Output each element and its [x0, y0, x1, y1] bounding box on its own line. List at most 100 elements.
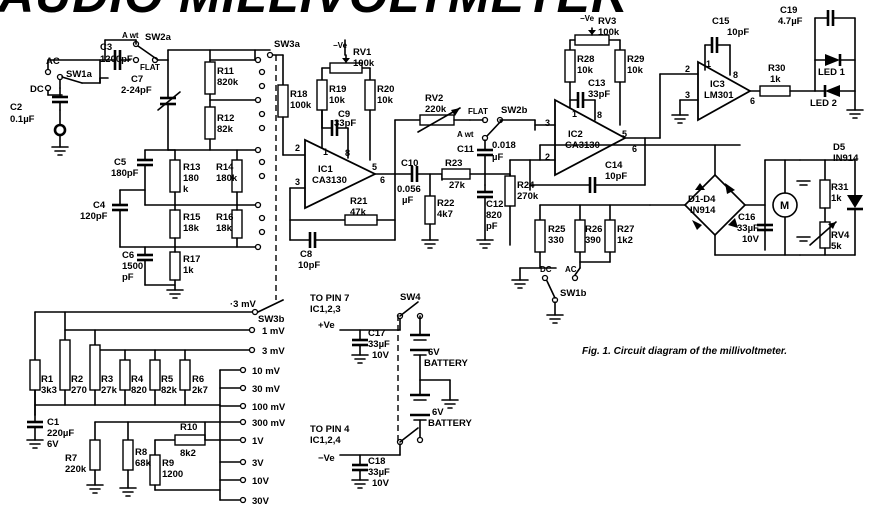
- r6-ref: R6: [192, 374, 204, 385]
- c5-ref: C5: [114, 157, 127, 168]
- c4-value: 120pF: [80, 211, 108, 222]
- sw1a-ref: SW1a: [66, 69, 93, 80]
- r26-ref: R26: [585, 224, 602, 235]
- c15-value: 10pF: [727, 27, 749, 38]
- bridge-rectifier: [649, 144, 863, 256]
- to-pin4-ics: IC1,2,4: [310, 435, 341, 446]
- ic2-pin-3: 3: [545, 118, 550, 128]
- ic3-type: LM301: [704, 90, 734, 101]
- sw1b-ref: SW1b: [560, 288, 587, 299]
- c3-ref: C3: [100, 42, 112, 53]
- r7-ref: R7: [65, 453, 77, 464]
- ac2-label: AC: [565, 265, 577, 274]
- c1-ref: C1: [47, 417, 60, 428]
- c8-value: 10pF: [298, 260, 320, 271]
- range-3mv: 3 mV: [262, 346, 285, 357]
- r4-value: 820: [131, 385, 147, 396]
- c17-value: 33µF: [368, 339, 390, 350]
- r13-unit: k: [183, 184, 189, 195]
- c14-value: 10pF: [605, 171, 627, 182]
- r10-value: 8k2: [180, 448, 196, 459]
- c11-unit: µF: [492, 152, 503, 163]
- c14-ref: C14: [605, 160, 623, 171]
- ac-label: AC: [46, 56, 60, 67]
- led2-label: LED 2: [810, 98, 837, 109]
- range-3v: 3V: [252, 458, 264, 469]
- c13-value: 33pF: [588, 89, 610, 100]
- rv4-ref: RV4: [831, 230, 850, 241]
- neg-ve-label: −Ve: [318, 453, 335, 464]
- ic3-pin-1: 1: [706, 59, 711, 69]
- r27-value: 1k2: [617, 235, 633, 246]
- r1-value: 3k3: [41, 385, 57, 396]
- input-jack-connector: [51, 109, 69, 156]
- c18-ref: C18: [368, 456, 385, 467]
- r9-ref: R9: [162, 458, 174, 469]
- ic3-pin-8: 8: [733, 70, 738, 80]
- rv1-supply-neg: −Ve: [333, 41, 348, 50]
- sw2a-flat: FLAT: [140, 63, 160, 72]
- ic1-stage: [277, 39, 396, 248]
- ic3-pin-2: 2: [685, 64, 690, 74]
- r12-ref: R12: [217, 113, 234, 124]
- c10-ref: C10: [401, 158, 418, 169]
- r29-ref: R29: [627, 54, 644, 65]
- r20-ref: R20: [377, 84, 394, 95]
- c10-value: 0.056: [397, 184, 421, 195]
- r28-value: 10k: [577, 65, 594, 76]
- c16-ref: C16: [738, 212, 755, 223]
- c2-value: 0.1µF: [10, 114, 35, 125]
- c17-ref: C17: [368, 328, 385, 339]
- ic3-ref: IC3: [710, 79, 725, 90]
- rv2-value: 220k: [425, 104, 447, 115]
- r10-ref: R10: [180, 422, 197, 433]
- range-30v: 30V: [252, 496, 270, 507]
- c3-value: 1200pF: [100, 54, 133, 65]
- ic1-pin-8: 8: [345, 148, 350, 158]
- rv3-supply-neg: −Ve: [580, 14, 595, 23]
- ic2-pin-2: 2: [545, 152, 550, 162]
- c15-ref: C15: [712, 16, 730, 27]
- c19-value: 4.7µF: [778, 16, 803, 27]
- d1d4-ref: D1-D4: [688, 194, 716, 205]
- c11-value: 0.018: [492, 140, 516, 151]
- gain-select-resistors: [511, 204, 651, 324]
- r19-ref: R19: [329, 84, 346, 95]
- r11-value: 820k: [217, 77, 239, 88]
- c16-voltage: 10V: [742, 234, 760, 245]
- d5-type: IN914: [833, 153, 859, 164]
- r8-ref: R8: [135, 447, 147, 458]
- sw2b-awt: A wt: [457, 130, 474, 139]
- c12-value: 820: [486, 210, 502, 221]
- c2-capacitor: [52, 87, 68, 111]
- ic2-type: CA3130: [565, 140, 600, 151]
- r27-ref: R27: [617, 224, 634, 235]
- ic2-pin-1: 1: [572, 109, 577, 119]
- range-10v: 10V: [252, 476, 270, 487]
- r9-value: 1200: [162, 469, 183, 480]
- r5-ref: R5: [161, 374, 174, 385]
- r29-value: 10k: [627, 65, 644, 76]
- d5-ref: D5: [833, 142, 846, 153]
- ic3-pin-3: 3: [685, 90, 690, 100]
- rv1-ref: RV1: [353, 47, 372, 58]
- meter-symbol: M: [780, 200, 789, 212]
- c9-value: 33pF: [334, 118, 356, 129]
- r2-value: 270: [71, 385, 87, 396]
- ic2-stage: [529, 27, 741, 193]
- r28-ref: R28: [577, 54, 594, 65]
- c6-ref: C6: [122, 250, 134, 261]
- r5-value: 82k: [161, 385, 178, 396]
- sw3a-switch: [254, 49, 284, 300]
- ic3-pin-6: 6: [750, 96, 755, 106]
- r14-ref: R14: [216, 162, 234, 173]
- r30-value: 1k: [770, 74, 781, 85]
- rv4-value: 5k: [831, 241, 842, 252]
- c13-ref: C13: [588, 78, 605, 89]
- input-attenuator-ladder: [112, 49, 256, 299]
- ic1-pin-3: 3: [295, 177, 300, 187]
- range-divider-ladder: [26, 311, 256, 501]
- ic1-pin-1: 1: [323, 147, 328, 157]
- power-supply: [339, 301, 459, 489]
